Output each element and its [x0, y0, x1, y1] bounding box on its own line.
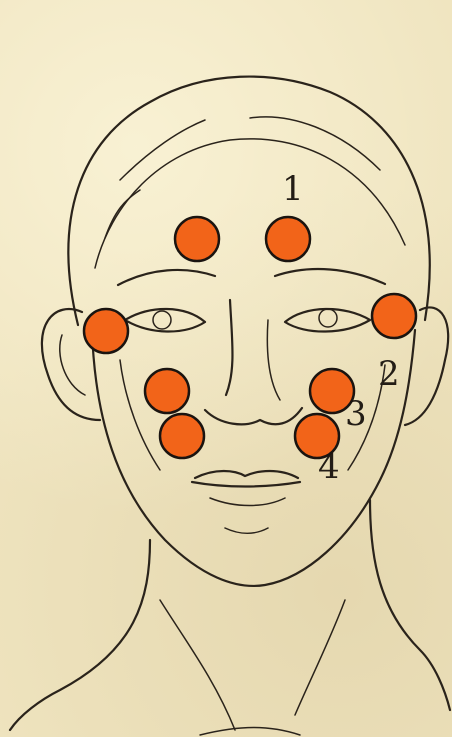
hair-line: [95, 139, 405, 268]
marker-forehead-right: [266, 217, 310, 261]
right-iris: [319, 309, 337, 327]
hair-outline: [68, 77, 429, 325]
marker-forehead-left: [175, 217, 219, 261]
nose-bridge: [226, 300, 233, 395]
nose-side: [267, 320, 280, 400]
collar-line: [200, 728, 300, 736]
marker-cheek-left-upper: [145, 369, 189, 413]
mouth-line: [192, 482, 300, 487]
right-brow: [275, 269, 385, 284]
label-1: 1: [282, 169, 304, 209]
marker-temple-left: [84, 309, 128, 353]
marker-cheek-right-upper: [310, 369, 354, 413]
hair-strands: [105, 117, 380, 238]
neck-muscle-right: [295, 600, 345, 715]
left-brow: [118, 270, 215, 285]
neck-muscle-left: [160, 600, 235, 730]
neck-left: [10, 540, 150, 730]
marker-cheek-left-lower: [160, 414, 204, 458]
marker-temple-right: [372, 294, 416, 338]
neck-right: [370, 500, 450, 710]
face-outline: [92, 330, 415, 586]
marker-cheek-right-lower: [295, 414, 339, 458]
chin-mark: [225, 528, 268, 533]
lower-lip: [210, 498, 285, 506]
upper-lip: [195, 471, 298, 478]
right-eye: [285, 309, 370, 332]
left-ear-inner: [60, 335, 85, 395]
nose-tip: [205, 408, 302, 424]
label-2: 2: [378, 354, 400, 394]
left-iris: [153, 311, 171, 329]
